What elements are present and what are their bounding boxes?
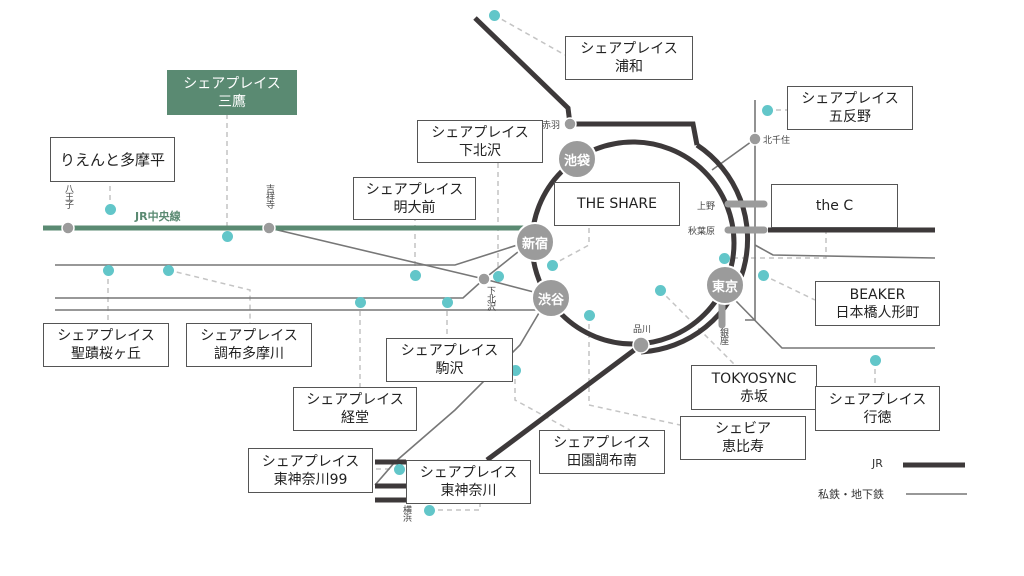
- property-area: 東神奈川99: [273, 471, 348, 488]
- property-name: シェアプレイス: [261, 453, 360, 470]
- property-area: 恵比寿: [722, 439, 764, 455]
- property-area: 行徳: [863, 409, 892, 426]
- property-meidaimae[interactable]: シェアプレイス明大前: [353, 177, 476, 220]
- property-name: シェアプレイス: [200, 328, 298, 344]
- property-dot-shimokitazawa[interactable]: [492, 270, 504, 282]
- property-name: シェアプレイス: [431, 124, 529, 141]
- station-akihabara: 秋葉原: [688, 227, 716, 237]
- property-mitaka[interactable]: シェアプレイス三鷹: [167, 70, 297, 115]
- property-area: 東神奈川: [440, 483, 497, 499]
- property-dot-mitaka[interactable]: [221, 230, 233, 242]
- property-gyotoku[interactable]: シェアプレイス行徳: [815, 386, 940, 431]
- station-shinagawa: 品川: [633, 325, 652, 335]
- property-rient[interactable]: りえんと多摩平: [50, 137, 175, 182]
- property-area: 五反野: [829, 109, 871, 125]
- property-name: シェアプレイス: [828, 391, 927, 408]
- property-kyodo[interactable]: シェアプレイス経堂: [293, 387, 417, 431]
- property-area: 明大前: [393, 199, 436, 216]
- property-dot-denenchofu[interactable]: [509, 364, 521, 376]
- hub-shinjuku[interactable]: 新宿: [515, 222, 555, 262]
- station-yokohama: 横浜: [401, 505, 411, 521]
- station-akabane: 赤羽: [542, 121, 561, 131]
- property-dot-komazawa[interactable]: [441, 296, 453, 308]
- property-area: 下北沢: [459, 142, 501, 159]
- property-dot-gotanno[interactable]: [761, 104, 773, 116]
- property-dot-thec[interactable]: [718, 252, 730, 264]
- property-shevia[interactable]: シェビア恵比寿: [680, 416, 806, 460]
- property-dot-beaker[interactable]: [757, 269, 769, 281]
- property-dot-theshare[interactable]: [546, 259, 558, 271]
- property-name: シェビア: [715, 421, 771, 437]
- property-dot-higashikanagawa[interactable]: [423, 504, 435, 516]
- hub-tokyo[interactable]: 東京: [705, 265, 745, 305]
- property-name: シェアプレイス: [801, 91, 899, 107]
- hub-shibuya[interactable]: 渋谷: [531, 278, 571, 318]
- property-area: 浦和: [615, 59, 643, 75]
- property-dot-tokyosync[interactable]: [654, 284, 666, 296]
- station-kichijoji: 吉祥寺: [264, 184, 274, 208]
- station-ueno: 上野: [697, 202, 716, 212]
- property-area: 三鷹: [218, 93, 246, 110]
- property-dot-meidaimae[interactable]: [409, 269, 421, 281]
- station-hachioji: 八王子: [63, 184, 73, 208]
- property-seiseki[interactable]: シェアプレイス聖蹟桜ヶ丘: [43, 323, 169, 367]
- property-thec[interactable]: the C: [771, 184, 898, 228]
- property-name: シェアプレイス: [553, 435, 651, 451]
- property-name: THE SHARE: [577, 196, 657, 212]
- property-area: 調布多摩川: [214, 346, 284, 362]
- property-name: シェアプレイス: [57, 328, 155, 344]
- property-higashikanagawa99[interactable]: シェアプレイス東神奈川99: [248, 448, 373, 493]
- property-name: シェアプレイス: [580, 41, 678, 57]
- chuo-line-label: JR中央線: [135, 210, 181, 223]
- legend-jr-label: JR: [872, 457, 883, 470]
- legend-private-label: 私鉄・地下鉄: [818, 488, 884, 501]
- property-dot-urawa[interactable]: [488, 9, 500, 21]
- hub-ikebukuro[interactable]: 池袋: [557, 139, 597, 179]
- property-area: 聖蹟桜ヶ丘: [71, 346, 141, 362]
- property-denenchofu[interactable]: シェアプレイス田園調布南: [539, 430, 665, 474]
- property-name: シェアプレイス: [365, 181, 464, 198]
- station-kitasenju: 北千住: [763, 136, 791, 146]
- property-name: りえんと多摩平: [59, 150, 165, 169]
- property-name: シェアプレイス: [306, 392, 404, 408]
- property-chofu[interactable]: シェアプレイス調布多摩川: [186, 323, 312, 367]
- property-urawa[interactable]: シェアプレイス浦和: [565, 36, 693, 80]
- property-name: the C: [815, 198, 854, 214]
- property-dot-chofu[interactable]: [162, 264, 174, 276]
- property-gotanno[interactable]: シェアプレイス五反野: [787, 86, 913, 130]
- property-dot-shevia[interactable]: [583, 309, 595, 321]
- property-name: TOKYOSYNC: [711, 370, 797, 387]
- station-shimokitazawa: 下北沢: [485, 286, 495, 310]
- property-name: シェアプレイス: [183, 75, 281, 92]
- property-dot-gyotoku[interactable]: [869, 354, 881, 366]
- station-ginza: 銀座: [718, 328, 728, 344]
- property-higashikanagawa[interactable]: シェアプレイス東神奈川: [406, 460, 531, 504]
- property-area: 駒沢: [435, 361, 464, 377]
- property-area: 日本橋人形町: [835, 304, 920, 321]
- property-area: 田園調布南: [567, 453, 637, 469]
- property-shimokitazawa[interactable]: シェアプレイス下北沢: [417, 120, 543, 163]
- property-area: 赤坂: [740, 388, 768, 405]
- property-name: シェアプレイス: [419, 465, 518, 481]
- property-name: シェアプレイス: [400, 343, 499, 359]
- property-dot-rient[interactable]: [104, 203, 116, 215]
- property-dot-seiseki[interactable]: [102, 264, 114, 276]
- property-dot-kyodo[interactable]: [354, 296, 366, 308]
- property-area: 経堂: [341, 410, 369, 426]
- property-komazawa[interactable]: シェアプレイス駒沢: [386, 338, 513, 382]
- property-dot-higashikanagawa99[interactable]: [393, 463, 405, 475]
- property-theshare[interactable]: THE SHARE: [554, 182, 680, 226]
- property-name: BEAKER: [849, 286, 906, 303]
